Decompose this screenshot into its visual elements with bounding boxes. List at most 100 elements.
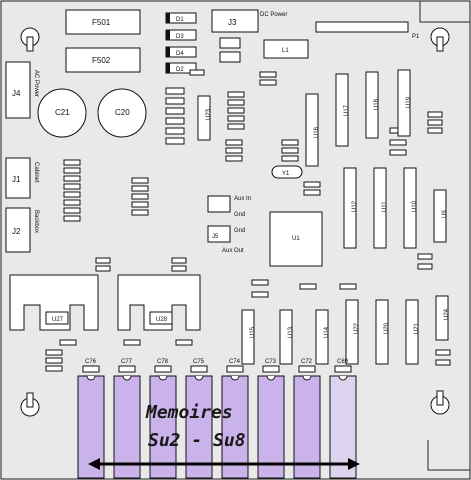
svg-text:U15: U15 [250,326,256,338]
svg-text:U19: U19 [406,96,412,108]
connector-j4-label: J4 [12,89,21,98]
cap-c21 [37,88,87,138]
crystal-y1-label: Y1 [282,171,290,177]
memory-socket-notch [266,375,276,381]
ic-u1-label: U1 [292,236,300,242]
ac-power-label: AC Power [33,70,39,97]
memory-socket [221,375,249,479]
header-p1 [315,21,409,33]
inductor-l1 [263,39,309,59]
ic-u15: U15 [241,309,256,365]
ic-u11: U11 [373,167,388,249]
ic-u24: U24 [435,295,450,341]
mounting-hole-bottom-left [20,392,40,417]
ic-u10: U10 [403,167,418,249]
decoupling-cap-label: C73 [265,359,277,365]
connector-aux-in [207,195,231,213]
memories-span-arrow [88,458,360,470]
fuse-f502 [65,47,141,73]
ic-u23: U23 [197,95,212,141]
ic-u17: U17 [335,73,350,147]
cap-c21-label: C21 [55,108,70,117]
decoupling-cap [118,365,136,373]
regulator-u27 [45,311,69,325]
ic-u18: U18 [365,71,380,139]
ic-u19: U19 [397,69,412,137]
svg-text:D1: D1 [176,17,184,23]
regulator-u27-label: U27 [52,317,64,323]
fuse-f501 [65,9,141,35]
board-corner-notch [419,1,470,23]
connector-j1-label: J1 [12,175,21,184]
heatsink-u27 [9,274,99,331]
connector-j5 [207,225,231,243]
ic-u9: U9 [433,189,448,243]
memory-socket [113,375,141,479]
backbox-label: Backbox [33,210,39,233]
svg-text:U20: U20 [384,322,390,334]
svg-text:U16: U16 [314,126,320,138]
svg-text:U9: U9 [442,210,448,218]
connector-j1 [5,157,31,199]
crystal-y1 [271,165,303,179]
svg-text:U12: U12 [352,200,358,212]
fuse-f502-label: F502 [92,56,111,65]
cap-c20 [97,88,147,138]
decoupling-cap [262,365,280,373]
decoupling-cap [82,365,100,373]
connector-j3 [211,9,259,33]
passive-components [45,69,451,372]
cabinet-label: Cabinet [33,162,39,183]
su2-su8-label: Su2 - Su8 [148,430,246,451]
ic-u14: U14 [315,309,330,365]
memory-socket [293,375,321,479]
diode-d4: D4 [165,46,197,58]
cap-c19 [219,51,241,63]
regulator-u28-label: U28 [156,317,168,323]
decoupling-cap-label: C78 [157,359,169,365]
gnd1-label: Gnd [234,212,245,218]
memory-socket-notch [302,375,312,381]
connector-j5-label: J5 [212,234,219,240]
decoupling-cap-label: C69 [337,359,349,365]
inductor-l1-label: L1 [282,48,289,54]
memory-socket-notch [86,375,96,381]
aux-in-label: Aux In [234,196,251,202]
decoupling-cap [190,365,208,373]
ic-u1 [269,211,323,267]
decoupling-cap-label: C74 [229,359,241,365]
svg-text:U22: U22 [354,322,360,334]
memory-socket [185,375,213,479]
svg-text:U21: U21 [414,322,420,334]
ic-u22: U22 [345,299,360,365]
decoupling-cap-label: C72 [301,359,313,365]
connector-j4 [5,61,31,119]
fuse-f501-label: F501 [92,18,111,27]
diode-d3: D3 [165,29,197,41]
memory-socket-notch [158,375,168,381]
diode-d2: D2 [165,62,197,74]
svg-text:U24: U24 [444,308,450,320]
aux-out-label: Aux Out [222,248,244,254]
regulator-u28 [149,311,173,325]
decoupling-cap [226,365,244,373]
mounting-hole-top-left [20,27,40,52]
memory-socket-notch [122,375,132,381]
mounting-hole-bottom-right [430,390,450,415]
board-corner-notch-bottom [427,440,470,471]
svg-text:D2: D2 [176,67,184,73]
dc-power-label: DC Power [260,12,287,18]
svg-text:U11: U11 [382,201,388,212]
ic-u13: U13 [279,309,294,365]
connector-j2-label: J2 [12,227,21,236]
memory-socket [149,375,177,479]
svg-text:D3: D3 [176,34,184,40]
svg-text:D4: D4 [176,51,184,57]
decoupling-cap-label: C75 [193,359,205,365]
diode-d1: D1 [165,12,197,24]
decoupling-cap-label: C76 [85,359,97,365]
decoupling-cap [298,365,316,373]
memory-socket-notch [230,375,240,381]
